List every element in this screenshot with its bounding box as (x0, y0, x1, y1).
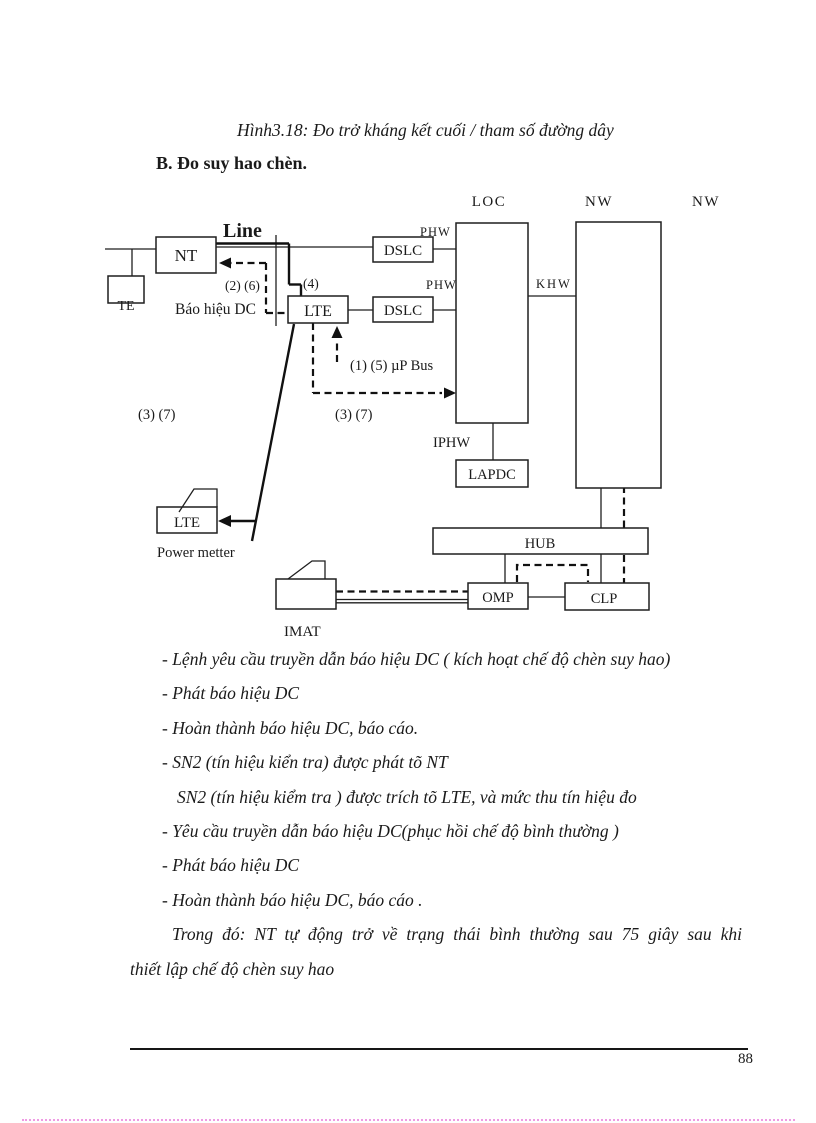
imat-box (275, 578, 337, 610)
list-item: - SN2 (tín hiệu kiển tra) được phát tõ N… (162, 752, 448, 773)
imat-flap (287, 560, 326, 580)
omp-label: OMP (482, 590, 513, 606)
te-box (107, 275, 145, 304)
lte-label: LTE (304, 303, 332, 320)
nw-box (575, 221, 662, 489)
arrow-into-lte (331, 326, 343, 338)
steps-3-7-mid-label: (3) (7) (335, 407, 373, 423)
clp-label: CLP (591, 591, 618, 607)
khw-label: KHW (536, 277, 572, 291)
dslc2-box (372, 296, 434, 323)
hub-label: HUB (525, 536, 556, 552)
arrow-into-nt (219, 257, 231, 269)
list-item: - Yêu cầu truyền dẫn báo hiệu DC(phục hồ… (162, 821, 619, 842)
power-meter-label: Power metter (157, 545, 235, 561)
nt-label: NT (175, 246, 198, 265)
dslc2-label: DSLC (384, 303, 422, 319)
list-item: - Hoàn thành báo hiệu DC, báo cáo. (162, 717, 419, 738)
steps-2-6-label: (2) (6) (225, 278, 260, 293)
hub-box (432, 527, 649, 555)
page-number: 88 (738, 1051, 753, 1067)
section-heading: B. Đo suy hao chèn. (156, 153, 308, 173)
iphw-label: IPHW (433, 435, 470, 451)
power-lte-box (156, 506, 218, 534)
dslc1-box (372, 236, 434, 263)
clp-box (564, 582, 650, 611)
list-item: - Lệnh yêu cầu truyền dẫn báo hiệu DC ( … (162, 649, 671, 669)
closing-paragraph-line2: thiết lập chế độ chèn suy hao (130, 958, 335, 979)
lapdc-box (455, 459, 529, 488)
list-item: - Hoàn thành báo hiệu DC, báo cáo . (162, 889, 423, 910)
step-4-label: (4) (303, 276, 319, 291)
nt-box (155, 236, 217, 274)
subscriber-line (216, 242, 303, 542)
te-label: TE (117, 299, 134, 314)
footer-divider (130, 1048, 748, 1050)
arrow-into-power-meter (218, 515, 231, 527)
figure-caption: Hình3.18: Đo trở kháng kết cuối / tham s… (237, 120, 614, 140)
steps-3-7-left-label: (3) (7) (138, 407, 176, 423)
block-diagram: NT TE LTE DSLC DSLC LAPDC HUB OMP CLP LT… (105, 194, 720, 640)
loc-box (455, 222, 529, 424)
closing-paragraph-line1: Trong đó: NT tự động trở về trạng thái b… (172, 924, 742, 945)
lte-box (287, 295, 349, 324)
list-item: - Phát báo hiệu DC (162, 683, 300, 704)
imat-label: IMAT (284, 624, 321, 640)
dslc1-label: DSLC (384, 243, 422, 259)
list-item: - Phát báo hiệu DC (162, 855, 300, 876)
bao-hieu-dc-label: Báo hiệu DC (175, 301, 256, 318)
power-lte-label: LTE (174, 515, 200, 531)
nw2-label: NW (692, 194, 720, 210)
page-break-marker (22, 1119, 795, 1121)
lapdc-label: LAPDC (468, 467, 516, 483)
nw1-label: NW (585, 194, 613, 210)
power-lte-flap (178, 488, 218, 513)
description-list: - Lệnh yêu cầu truyền dẫn báo hiệu DC ( … (130, 642, 742, 986)
line-label: Line (223, 220, 262, 242)
list-item: SN2 (tín hiệu kiểm tra ) được trích tõ L… (177, 786, 637, 807)
phw2-label: PHW (426, 278, 457, 292)
loc-label: LOC (472, 194, 507, 210)
omp-box (467, 582, 529, 610)
steps-1-5-bus-label: (1) (5) µP Bus (350, 358, 433, 374)
arrow-into-loc (444, 387, 456, 399)
phw1-label: PHW (420, 225, 451, 239)
